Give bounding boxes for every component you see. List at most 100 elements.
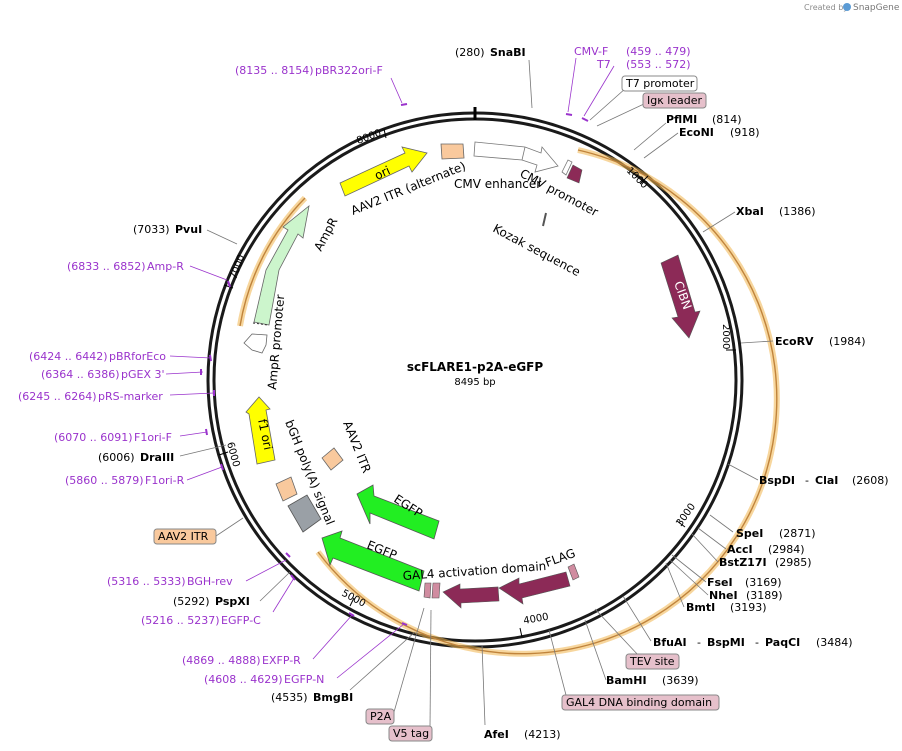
snapgene-logo-icon: [843, 3, 851, 11]
tick-3000: [676, 520, 686, 528]
p2a-feature: [423, 582, 432, 599]
site-draiii-pos: (6006): [98, 451, 135, 464]
cmv-promoter-label: CMV promoter: [518, 166, 601, 219]
site-fsei-pos: (3169): [745, 576, 782, 589]
leader-nhei: [669, 559, 709, 596]
leader-egfpn: [336, 623, 405, 679]
v5-tag-box: [388, 725, 433, 742]
leader-ecorv: [740, 340, 774, 344]
ampr-feature: [253, 205, 310, 326]
leader-pbr322: [390, 77, 403, 104]
leader-econi: [643, 132, 679, 159]
site-xbai-pos: (1386): [779, 205, 816, 218]
primer-exfpr-name: EXFP-R: [262, 654, 301, 667]
site-bmti-pos: (3193): [730, 601, 767, 614]
tick-7000: [223, 284, 234, 289]
primer-pgex-pos: (6364 .. 6386): [41, 368, 120, 381]
site-labels: (280) SnaBI PflMI (814) EcoNI (918) XbaI…: [98, 46, 889, 741]
site-pspxi-pos: (5292): [173, 595, 210, 608]
primer-labels: CMV-F (459 .. 479) T7 (553 .. 572) (8135…: [18, 45, 691, 686]
primer-tick-egfpc: [290, 574, 296, 581]
igk-leader-text: Igκ leader: [647, 94, 703, 107]
site-acci-pos: (2984): [768, 543, 805, 556]
site-pspxi-name: PspXI: [215, 595, 250, 608]
primer-ticks: [200, 103, 589, 626]
primer-egfpn-name: EGFP-N: [284, 673, 324, 686]
site-bmti-name: BmtI: [686, 601, 715, 614]
site-econi-pos: (918): [730, 126, 760, 139]
primer-cmvf-name: CMV-F: [574, 45, 608, 58]
primer-bghrev-name: BGH-rev: [187, 575, 233, 588]
credit-brand: SnapGene: [853, 3, 900, 13]
site-snabi-name: SnaBI: [490, 46, 526, 59]
site-spei-name: SpeI: [736, 527, 763, 540]
t7-promoter-text: T7 promoter: [625, 77, 695, 90]
primer-egfpn-pos: (4608 .. 4629): [204, 673, 283, 686]
v5-tag-text: V5 tag: [393, 727, 429, 740]
p2a-text: P2A: [370, 710, 392, 723]
leader-bspdi: [727, 463, 759, 481]
gal4-ad-label: GAL4 activation domain: [402, 559, 546, 583]
aav2-itr-box: [153, 528, 217, 545]
leader-fsei: [671, 554, 707, 583]
f1-ori-label: f1 ori: [255, 418, 275, 452]
primer-f1orir-pos: (5860 .. 5879): [65, 474, 144, 487]
cmv-enhancer-divider: [521, 146, 526, 161]
primer-tick-ampr: [227, 280, 231, 288]
site-pvui-pos: (7033): [133, 223, 170, 236]
primer-tick-bghrev: [285, 552, 291, 558]
tick-label-7000: 7000: [228, 253, 247, 281]
site-bamhi-pos: (3639): [662, 674, 699, 687]
gal4-dbd-text: GAL4 DNA binding domain: [566, 696, 712, 709]
ori-feature: [339, 146, 428, 197]
primer-pbr322-pos: (8135 .. 8154): [235, 64, 314, 77]
primer-egfpc-pos: (5216 .. 5237): [141, 614, 220, 627]
cibn-feature: [660, 254, 701, 339]
site-pflmi-pos: (814): [712, 113, 742, 126]
primer-exfpr-pos: (4869 .. 4888): [182, 654, 261, 667]
egfp-inner-feature: [356, 484, 440, 540]
site-bfuai-pos: (3484): [816, 636, 853, 649]
site-fsei-name: FseI: [707, 576, 733, 589]
leader-p2a: [393, 607, 425, 713]
site-draiii-name: DraIII: [140, 451, 174, 464]
leader-cmvf: [567, 57, 577, 113]
leader-spei: [709, 514, 734, 533]
primer-egfpc-name: EGFP-C: [221, 614, 261, 627]
site-bspmi-name: BspMI: [707, 636, 745, 649]
leader-igk: [596, 102, 647, 127]
primer-prs-name: pRS-marker: [98, 390, 163, 403]
site-bstz17i-pos: (2985): [775, 556, 812, 569]
leader-aav2-itr: [215, 517, 244, 537]
credit-text: Created by: [804, 3, 848, 12]
leader-f1orif: [179, 431, 208, 437]
igk-leader-feature: [566, 164, 583, 184]
credit: Created by SnapGene: [804, 3, 900, 13]
leader-pgex: [165, 371, 204, 375]
tick-label-8000: 8000: [355, 128, 383, 147]
primer-ampr-name: Amp-R: [147, 260, 184, 273]
boxed-labels: T7 promoter Igκ leader AAV2 ITR TEV site…: [153, 75, 720, 742]
site-bfuai-name: BfuAI: [653, 636, 687, 649]
leader-gal4-dbd: [548, 629, 567, 696]
site-econi-name: EcoNI: [679, 126, 714, 139]
primer-tick-t7: [581, 117, 589, 122]
aav2-itr-feature: [275, 476, 298, 502]
ampr-divider: [252, 322, 269, 326]
primer-tick-f1orif: [205, 428, 208, 436]
site-nhei-pos: (3189): [746, 589, 783, 602]
site-bamhi-name: BamHI: [606, 674, 647, 687]
leader-afei: [481, 644, 486, 726]
primer-cmvf-pos: (459 .. 479): [626, 45, 691, 58]
orf-arc-main-line: [317, 149, 778, 655]
tick-label-3000: 3000: [674, 502, 698, 529]
leader-pvui: [206, 229, 238, 245]
primer-f1orir-name: F1ori-R: [145, 474, 185, 487]
site-bspdi-name: BspDI: [759, 474, 795, 487]
site-bmgbi-name: BmgBI: [313, 691, 353, 704]
primer-f1orif-pos: (6070 .. 6091): [54, 431, 133, 444]
tick-label-2000: 2000: [720, 324, 731, 349]
egfp-outer-feature: [321, 530, 425, 592]
primer-tick-cmvf: [565, 113, 573, 116]
